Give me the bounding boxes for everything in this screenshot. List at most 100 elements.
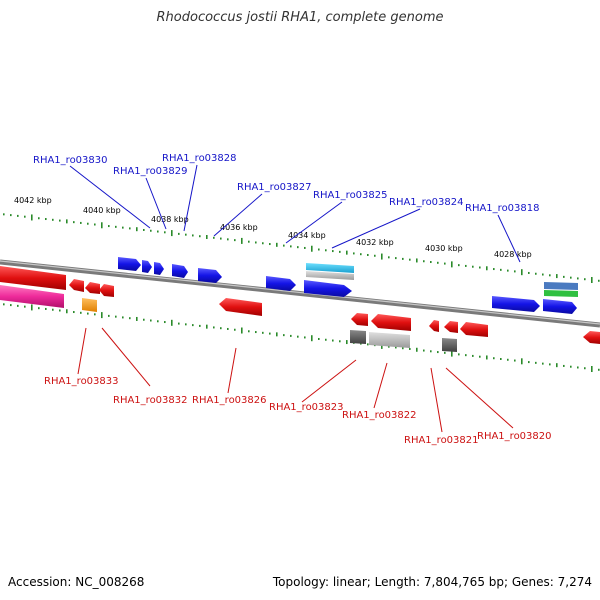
gene-arrow[interactable] xyxy=(304,280,352,297)
minor-tick xyxy=(542,273,544,276)
minor-tick xyxy=(269,243,271,246)
minor-tick xyxy=(444,351,446,354)
minor-tick xyxy=(220,237,222,240)
minor-tick xyxy=(479,355,481,358)
gene-label-reverse[interactable]: RHA1_ro03820 xyxy=(477,431,552,442)
minor-tick xyxy=(409,258,411,261)
minor-tick xyxy=(437,351,439,354)
minor-tick xyxy=(479,266,481,269)
gene-arrow[interactable] xyxy=(429,320,439,332)
genome-title: Rhodococcus jostii RHA1, complete genome xyxy=(156,10,444,25)
minor-tick xyxy=(570,365,572,368)
gene-arrow[interactable] xyxy=(444,321,458,333)
minor-tick xyxy=(458,353,460,356)
minor-tick xyxy=(409,347,411,350)
gene-label-reverse[interactable]: RHA1_ro03821 xyxy=(404,435,479,446)
minor-tick xyxy=(563,364,565,367)
gene-arrow[interactable] xyxy=(0,285,64,308)
minor-tick xyxy=(360,253,362,256)
gene-label-reverse[interactable]: RHA1_ro03826 xyxy=(192,395,267,406)
gene-arrow[interactable] xyxy=(492,296,540,312)
gene-label-reverse[interactable]: RHA1_ro03832 xyxy=(113,395,188,406)
gene-block[interactable] xyxy=(306,271,354,280)
gene-arrow[interactable] xyxy=(266,276,296,291)
gene-block[interactable] xyxy=(442,338,457,352)
gene-label-forward[interactable]: RHA1_ro03818 xyxy=(465,203,540,214)
gene-arrow[interactable] xyxy=(85,282,100,294)
minor-tick xyxy=(374,254,376,257)
gene-label-forward[interactable]: RHA1_ro03827 xyxy=(237,182,312,193)
minor-tick xyxy=(416,347,418,352)
minor-tick xyxy=(94,223,96,226)
gene-arrow[interactable] xyxy=(583,331,600,344)
gene-block[interactable] xyxy=(350,330,366,344)
minor-tick xyxy=(115,225,117,228)
gene-arrow[interactable] xyxy=(543,299,577,314)
minor-tick xyxy=(66,309,68,314)
minor-tick xyxy=(178,232,180,235)
minor-tick xyxy=(395,257,397,260)
minor-tick xyxy=(10,304,12,307)
minor-tick xyxy=(528,271,530,274)
gene-block[interactable] xyxy=(544,282,578,290)
minor-tick xyxy=(598,279,600,282)
gene-arrow[interactable] xyxy=(172,264,188,278)
minor-tick xyxy=(192,234,194,237)
minor-tick xyxy=(17,214,19,217)
minor-tick xyxy=(493,357,495,360)
minor-tick xyxy=(486,355,488,360)
minor-tick xyxy=(367,253,369,256)
minor-tick xyxy=(507,269,509,272)
minor-tick xyxy=(528,361,530,364)
gene-arrow[interactable] xyxy=(0,266,66,290)
gene-arrow[interactable] xyxy=(154,262,164,275)
gene-block[interactable] xyxy=(544,290,578,297)
gene-arrow[interactable] xyxy=(99,284,114,297)
minor-tick xyxy=(227,327,229,330)
minor-tick xyxy=(514,359,516,362)
minor-tick xyxy=(52,218,54,221)
gene-label-forward[interactable]: RHA1_ro03830 xyxy=(33,155,108,166)
gene-label-reverse[interactable]: RHA1_ro03833 xyxy=(44,376,119,387)
minor-tick xyxy=(465,354,467,357)
gene-arrow[interactable] xyxy=(198,268,222,283)
gene-block[interactable] xyxy=(369,332,410,348)
gene-label-forward[interactable]: RHA1_ro03828 xyxy=(162,153,237,164)
minor-tick xyxy=(87,312,89,315)
gene-arrow[interactable] xyxy=(118,257,141,271)
gene-label-forward[interactable]: RHA1_ro03829 xyxy=(113,166,188,177)
minor-tick xyxy=(514,270,516,273)
minor-tick xyxy=(248,240,250,243)
gene-label-reverse[interactable]: RHA1_ro03823 xyxy=(269,402,344,413)
major-tick xyxy=(241,237,243,244)
reverse-genes xyxy=(0,266,600,352)
major-tick xyxy=(101,222,103,229)
minor-tick xyxy=(129,317,131,320)
minor-tick xyxy=(318,248,320,251)
gene-arrow[interactable] xyxy=(69,279,84,292)
minor-tick xyxy=(507,358,509,361)
minor-tick xyxy=(248,330,250,333)
minor-tick xyxy=(556,363,558,368)
gene-arrow[interactable] xyxy=(460,322,488,337)
gene-block[interactable] xyxy=(306,263,354,273)
minor-tick xyxy=(353,252,355,255)
gene-label-reverse[interactable]: RHA1_ro03822 xyxy=(342,410,417,421)
gene-arrow[interactable] xyxy=(351,313,368,326)
minor-tick xyxy=(157,320,159,323)
gene-arrow[interactable] xyxy=(142,260,152,273)
minor-tick xyxy=(556,274,558,279)
gene-arrow[interactable] xyxy=(219,298,262,316)
gene-arrow[interactable] xyxy=(371,314,411,331)
major-tick xyxy=(31,214,33,221)
minor-tick xyxy=(199,235,201,238)
gene-block[interactable] xyxy=(82,298,97,312)
minor-tick xyxy=(234,328,236,331)
gene-label-forward[interactable]: RHA1_ro03825 xyxy=(313,190,388,201)
gene-label-forward[interactable]: RHA1_ro03824 xyxy=(389,197,464,208)
scale-ticks-top xyxy=(3,213,600,283)
minor-tick xyxy=(416,258,418,263)
minor-tick xyxy=(192,324,194,327)
minor-tick xyxy=(290,245,292,248)
